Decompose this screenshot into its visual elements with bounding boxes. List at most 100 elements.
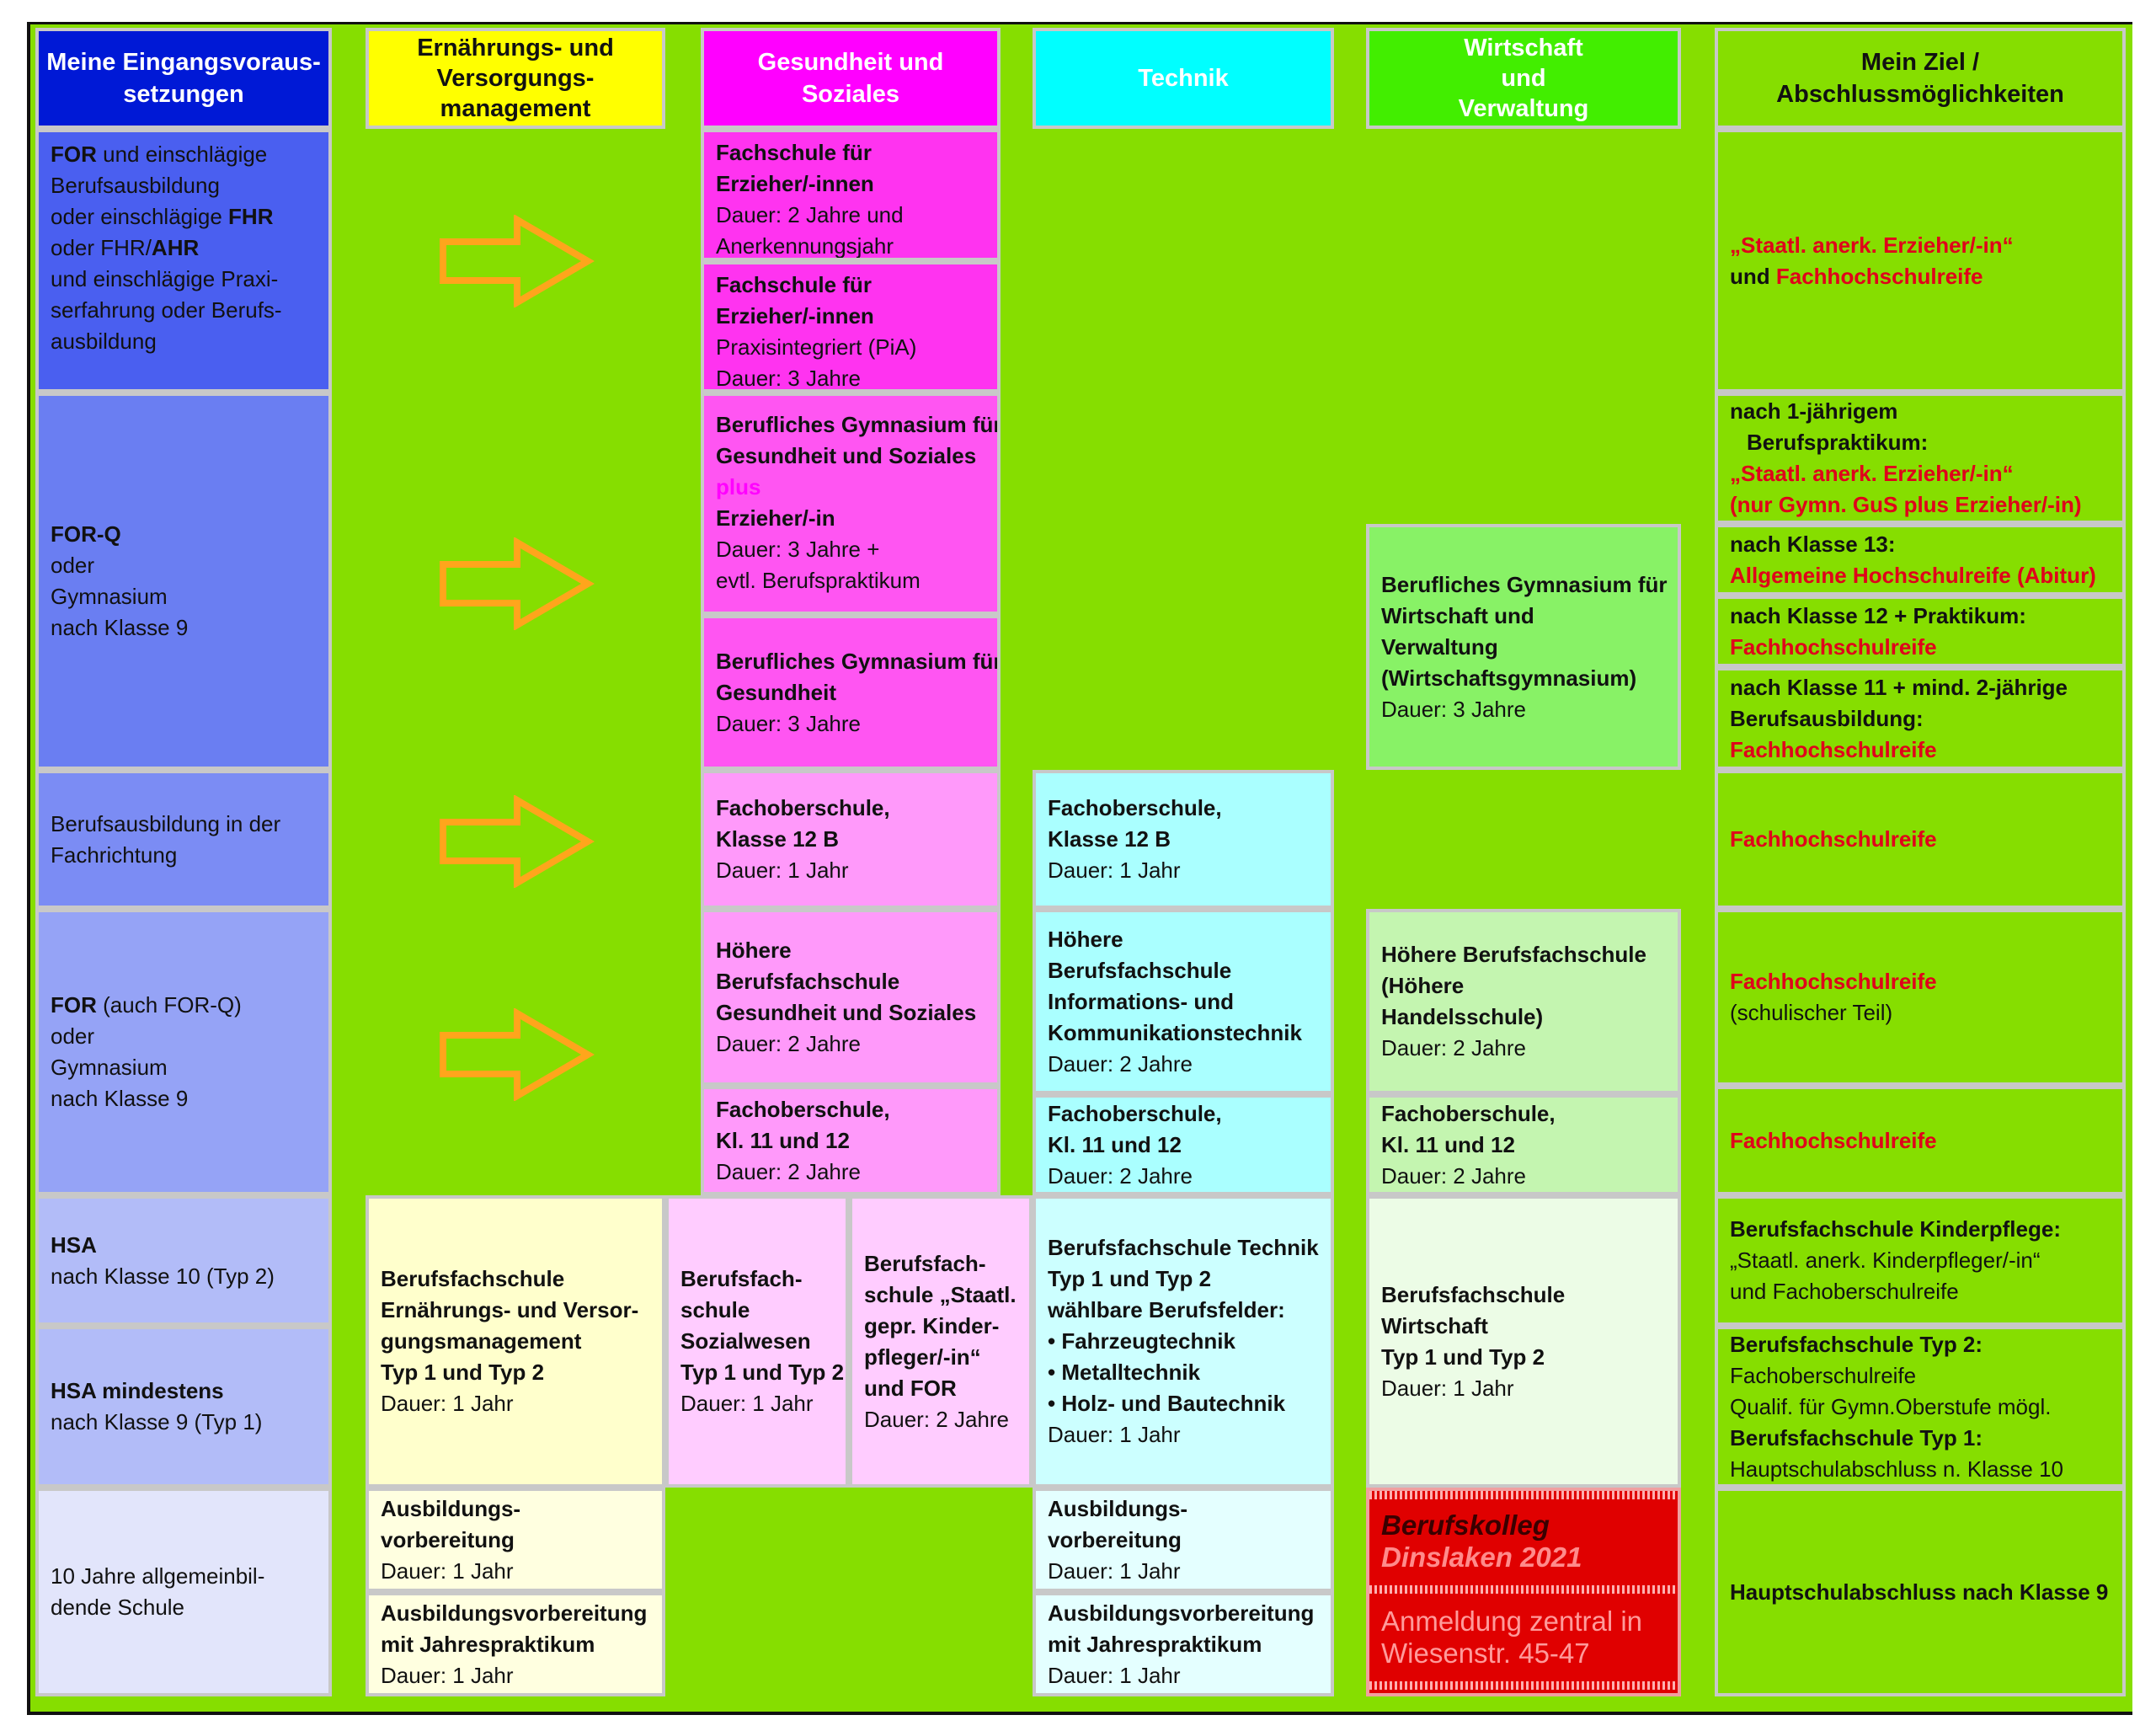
text-line: Berufsfachschule Technik <box>1048 1235 1319 1260</box>
ernaehrung-berufsfachschule: Berufsfachschule Ernährungs- und Versor-… <box>366 1195 665 1488</box>
goal-fhr-klasse-11: nach Klasse 11 + mind. 2-jährige Berufsa… <box>1715 667 2126 770</box>
text-line: serfahrung oder Berufs- <box>51 297 282 323</box>
text-line: Verwaltung <box>1458 95 1589 122</box>
technik-fos-11-12: Fachoberschule, Kl. 11 und 12 Dauer: 2 J… <box>1033 1094 1334 1195</box>
text-line: management <box>440 95 591 122</box>
text-line: Fachschule für <box>716 272 872 297</box>
text-line: AHR <box>151 235 200 260</box>
text-line: Ausbildungsvorbereitung <box>381 1600 648 1626</box>
text-line: Berufsfachschule <box>1048 957 1232 983</box>
text-line: Praxisintegriert (PiA) <box>716 334 917 360</box>
text-line: Hauptschulabschluss nach Klasse 9 <box>1730 1579 2109 1605</box>
text-line: Dauer: 1 Jahr <box>381 1391 514 1416</box>
goal-fhr-schulisch: Fachhochschulreife (schulischer Teil) <box>1715 909 2126 1086</box>
text-line: Dauer: 1 Jahr <box>381 1662 514 1688</box>
text-line: Fachoberschule, <box>1381 1100 1556 1126</box>
gesundheit-fos-11-12: Fachoberschule, Kl. 11 und 12 Dauer: 2 J… <box>701 1086 1001 1195</box>
text-line: Berufsfachschule Typ 1: <box>1730 1424 1983 1451</box>
text-line: Informations- und <box>1048 988 1234 1014</box>
text-line: Fachoberschule, <box>716 1096 890 1122</box>
text-line: Gesundheit und Soziales <box>716 1000 977 1025</box>
text-line: Ausbildungsvorbereitung <box>1048 1600 1315 1626</box>
text-line: nach 1-jährigem <box>1730 398 1898 424</box>
text-line: Kommunikationstechnik <box>1048 1019 1302 1045</box>
text-line: Gesundheit <box>716 679 837 705</box>
text-line: Mein Ziel / <box>1860 49 1980 76</box>
text-line: Berufsfachschule <box>381 1266 565 1291</box>
text-line: Dauer: 1 Jahr <box>716 857 849 883</box>
text-line: Dauer: 2 Jahre <box>716 1158 861 1184</box>
prereq-hsa-9: HSA mindestens nach Klasse 9 (Typ 1) <box>35 1326 332 1488</box>
text-line: mit Jahrespraktikum <box>381 1631 595 1657</box>
text-line: wählbare Berufsfelder: <box>1048 1297 1285 1322</box>
header-technik: Technik <box>1033 28 1334 129</box>
text-line: Abschlussmöglichkeiten <box>1776 81 2064 108</box>
text-line: Gesundheit und Soziales <box>716 443 977 468</box>
arrow-right-icon <box>440 795 595 888</box>
technik-ausbildungsvorbereitung-praktikum: Ausbildungsvorbereitung mit Jahresprakti… <box>1033 1592 1334 1696</box>
text-line: Dauer: 1 Jahr <box>1048 1662 1181 1688</box>
goal-berufsfachschule-typ: Berufsfachschule Typ 2: Fachoberschulrei… <box>1715 1326 2126 1488</box>
text-line: Dauer: 2 Jahre <box>1048 1162 1193 1189</box>
text-line: Höhere <box>1048 926 1123 952</box>
text-line: gepr. Kinder- <box>864 1312 1000 1338</box>
berufskolleg-logo: Berufskolleg Dinslaken 2021 Anmeldung ze… <box>1366 1488 1681 1696</box>
goal-berufspraktikum: nach 1-jährigem Berufspraktikum: „Staatl… <box>1715 393 2126 524</box>
text-line: • Metalltechnik <box>1048 1360 1201 1385</box>
text-line: nach Klasse 12 + Praktikum: <box>1730 602 2026 628</box>
text-line: oder einschlägige FHR <box>51 201 317 232</box>
text-line: Qualif. für Gymn.Oberstufe mögl. <box>1730 1393 2052 1419</box>
text-line: Verwaltung <box>1381 633 1498 660</box>
text-line: Dauer: 1 Jahr <box>1048 857 1181 883</box>
technik-berufsfachschule: Berufsfachschule Technik Typ 1 und Typ 2… <box>1033 1195 1334 1488</box>
goal-fhr-fos-12b: Fachhochschulreife <box>1715 770 2126 909</box>
text-line: Berufsfach- <box>864 1250 986 1276</box>
text-line: nach Klasse 9 (Typ 1) <box>51 1409 263 1434</box>
text-line: vorbereitung <box>1048 1526 1182 1552</box>
text-line: Typ 1 und Typ 2 <box>1048 1266 1212 1291</box>
text-line: Dauer: 2 Jahre <box>1381 1035 1526 1061</box>
text-line: Dauer: 3 Jahre + <box>716 537 880 562</box>
text-line: 10 Jahre allgemeinbil- <box>51 1563 265 1589</box>
text-line: „Staatl. anerk. Kinderpfleger/-in“ <box>1730 1247 2041 1273</box>
header-goals: Mein Ziel / Abschlussmöglichkeiten <box>1715 28 2126 129</box>
text-line: Höhere <box>716 938 792 963</box>
text-line: Erzieher/-in <box>716 505 835 531</box>
logo-hatch <box>1369 1681 1678 1690</box>
text-line: FOR <box>51 992 97 1018</box>
text-line: Dauer: 2 Jahre <box>864 1406 1009 1432</box>
prereq-for: FOR (auch FOR-Q) oder Gymnasium nach Kla… <box>35 909 332 1195</box>
text-line: Dauer: 2 Jahre <box>716 1031 861 1056</box>
goal-hauptschulabschluss: Hauptschulabschluss nach Klasse 9 <box>1715 1488 2126 1696</box>
text-line: Fachhochschulreife <box>1730 1127 1937 1153</box>
text-line: Wirtschaft <box>1464 35 1583 61</box>
text-line: Wirtschaft und <box>1381 602 1534 628</box>
logo-title: Berufskolleg <box>1381 1509 1550 1541</box>
goal-fhr-fos-11-12: Fachhochschulreife <box>1715 1086 2126 1195</box>
text-line: oder <box>51 1023 95 1049</box>
text-line: FOR <box>51 142 97 167</box>
text-line: (schulischer Teil) <box>1730 1000 1893 1025</box>
text-line: Dauer: 2 Jahre <box>1381 1162 1526 1189</box>
text-line: plus <box>716 474 761 500</box>
text-line: Fachoberschulreife <box>1730 1362 1917 1388</box>
text-line: FOR und einschlägige <box>51 139 317 170</box>
text-line: Kl. 11 und 12 <box>1381 1131 1515 1157</box>
text-line: Fachoberschule, <box>1048 795 1222 820</box>
text-line: Fachhochschulreife <box>1730 633 1937 660</box>
header-wirtschaft: Wirtschaft und Verwaltung <box>1366 28 1681 129</box>
text-line: Anerkennungsjahr <box>716 233 894 259</box>
text-line: Gymnasium <box>51 584 168 609</box>
text-line: Berufsfachschule <box>716 969 900 994</box>
logo-subtitle: Dinslaken 2021 <box>1381 1541 1582 1573</box>
text-line: (Wirtschaftsgymnasium) <box>1381 665 1637 691</box>
text-line: Kl. 11 und 12 <box>716 1127 850 1153</box>
wirtschaft-fos-11-12: Fachoberschule, Kl. 11 und 12 Dauer: 2 J… <box>1366 1094 1681 1195</box>
prereq-for-fhr-ahr: FOR und einschlägige Berufsausbildung od… <box>35 129 332 393</box>
text-line: Fachschule für <box>716 140 872 165</box>
text-line: (Höhere <box>1381 973 1465 998</box>
text-line: Dauer: 3 Jahre <box>716 710 861 736</box>
text-line: Dauer: 1 Jahr <box>1048 1557 1181 1584</box>
logo-registration: Anmeldung zentral in <box>1381 1605 1643 1637</box>
